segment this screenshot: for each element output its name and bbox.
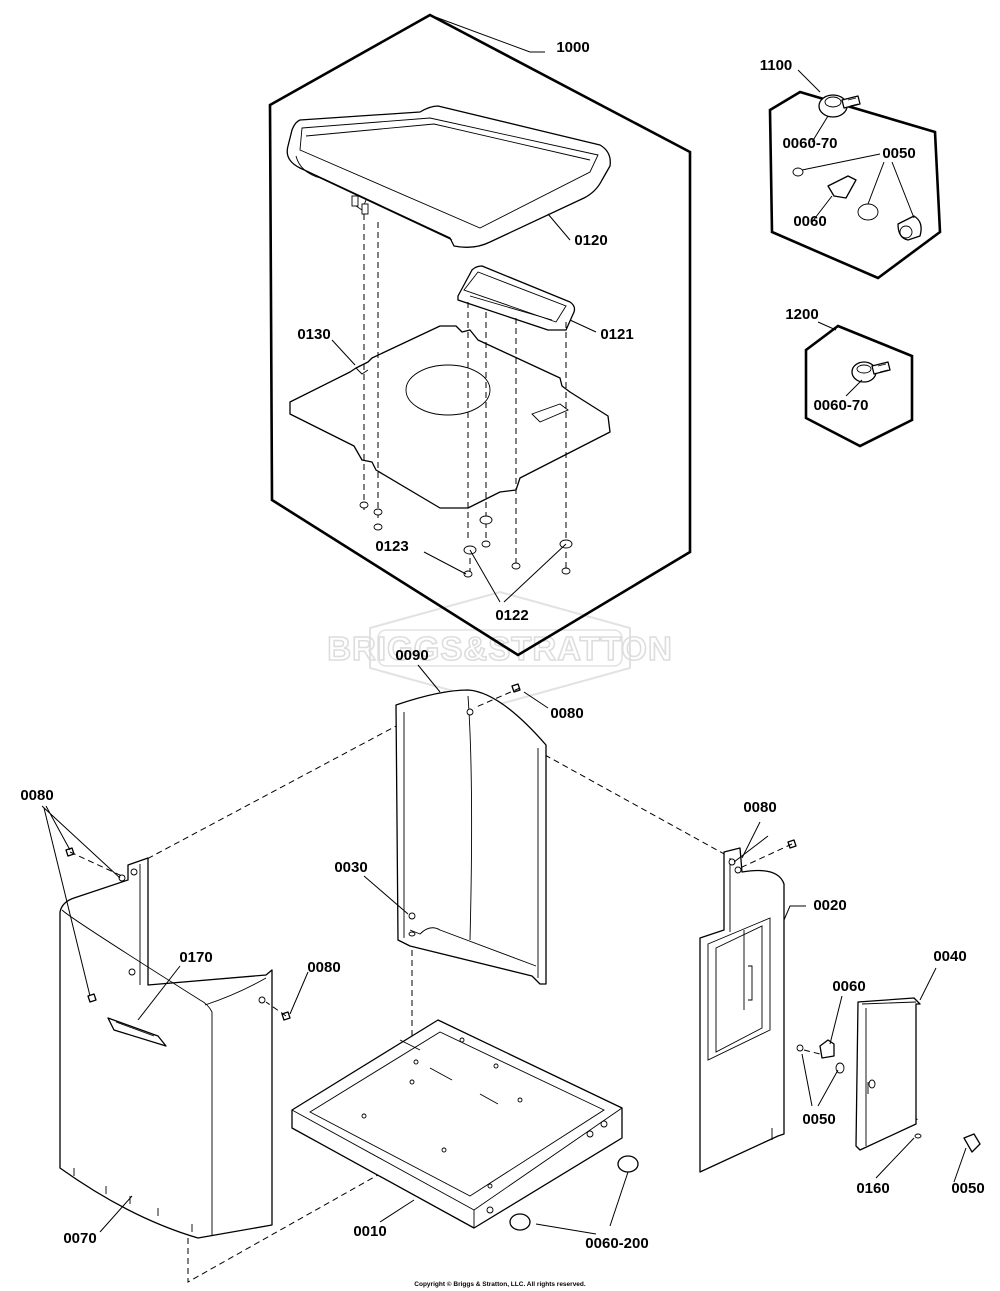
label-0170: 0170 [179,949,212,966]
label-0060-200: 0060-200 [585,1235,648,1252]
part-0010-base [291,1019,639,1231]
assembly-1100-frame [768,90,942,280]
part-0060-latch-b [796,1039,981,1153]
part-0040-door [855,997,921,1151]
part-0070-left-panel [59,857,273,1239]
assembly-1000 [268,13,692,657]
part-0123-nuts [359,501,491,578]
label-0030: 0030 [334,859,367,876]
label-0070: 0070 [63,1230,96,1247]
label-0080-left: 0080 [20,787,53,804]
part-0060-70-key-switch-b [851,361,891,383]
label-1200: 1200 [785,306,818,323]
label-0120: 0120 [574,232,607,249]
label-0080-top: 0080 [550,705,583,722]
label-0020: 0020 [813,897,846,914]
label-0122: 0122 [495,607,528,624]
label-0090: 0090 [395,647,428,664]
label-0060-a: 0060 [793,213,826,230]
copyright-notice: Copyright © Briggs & Stratton, LLC. All … [414,1280,586,1288]
part-0090-back-panel [395,689,547,985]
part-0060-70-key-switch-a [818,94,861,118]
label-0050-b: 0050 [802,1111,835,1128]
part-0130-plate [289,325,611,509]
part-0020-right-panel [699,847,785,1173]
label-1100: 1100 [760,57,793,74]
assembly-1200-frame [804,324,914,448]
assembly-1000-frame [268,13,692,657]
label-0060-70-a: 0060-70 [782,135,837,152]
connector-line-back [129,724,399,869]
part-0121-vent [457,265,576,331]
connector-line-right [544,754,727,856]
label-0080-mid: 0080 [307,959,340,976]
briggs-stratton-watermark: BRIGGS&STRATTON [326,590,673,706]
part-0120-lid [286,105,611,248]
part-0060-latch-a [792,167,922,241]
label-0080-right: 0080 [743,799,776,816]
label-0121: 0121 [600,326,633,343]
part-0122-washers [463,515,573,575]
assembly-1200 [804,321,914,448]
label-0160: 0160 [856,1180,889,1197]
label-1000: 1000 [556,39,589,56]
watermark-text: BRIGGS&STRATTON [327,630,673,667]
label-0123: 0123 [375,538,408,555]
label-0010: 0010 [353,1223,386,1240]
label-0060-70-b: 0060-70 [813,397,868,414]
label-0060-b: 0060 [832,978,865,995]
label-0130: 0130 [297,326,330,343]
part-labels: 1000 0120 0121 0130 0123 0122 1100 0060-… [20,39,984,1252]
part-0170-emblem [107,1017,167,1047]
label-0040: 0040 [933,948,966,965]
label-0050-c: 0050 [951,1180,984,1197]
assembly-1100 [768,69,942,280]
label-0050-a: 0050 [882,145,915,162]
connector-line-floor [187,1139,441,1283]
